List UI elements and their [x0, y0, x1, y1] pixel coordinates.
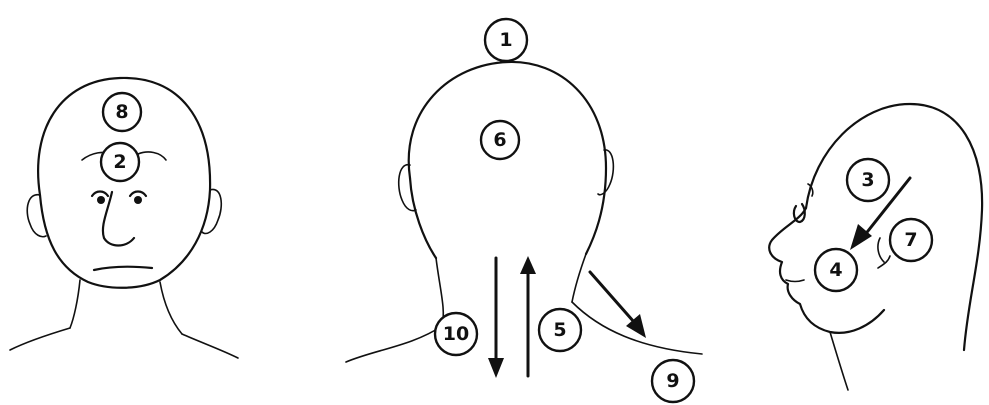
badge-7-label: 7 [904, 229, 917, 251]
front-neck-left [70, 280, 80, 328]
badge-9: 9 [652, 360, 694, 402]
back-arrow-up-head [520, 256, 536, 274]
badge-6-label: 6 [493, 129, 506, 151]
front-right-eye [130, 192, 146, 197]
badge-6: 6 [481, 121, 519, 159]
badge-3: 3 [847, 159, 889, 201]
badge-4: 4 [815, 249, 857, 291]
front-right-eyebrow [138, 152, 166, 160]
badge-10-label: 10 [443, 323, 469, 345]
front-right-pupil [134, 196, 142, 204]
badge-5: 5 [539, 309, 581, 351]
front-neck-right [160, 282, 182, 334]
front-left-pupil [97, 196, 105, 204]
back-arrow-down-head [488, 358, 504, 378]
badge-9-label: 9 [666, 370, 679, 392]
back-neck-left [436, 258, 443, 326]
side-view-figure [769, 104, 982, 390]
badge-1-label: 1 [499, 29, 512, 51]
front-left-eye [92, 192, 108, 197]
badge-1: 1 [485, 19, 527, 61]
back-head-left-side [410, 178, 436, 258]
side-neck-front [830, 332, 848, 390]
badge-2: 2 [101, 143, 139, 181]
badge-7: 7 [890, 219, 932, 261]
front-nose [103, 192, 134, 246]
side-ear-mark [878, 238, 884, 262]
badge-3-label: 3 [861, 169, 874, 191]
back-arrow-diagonal-shaft [590, 272, 634, 322]
badge-5-label: 5 [553, 319, 566, 341]
back-view-figure [346, 62, 702, 378]
badge-10: 10 [435, 313, 477, 355]
front-shoulder-right [182, 334, 238, 358]
side-mouth [786, 280, 804, 282]
back-neck-right [572, 254, 586, 302]
badge-4-label: 4 [829, 259, 842, 281]
front-right-ear [202, 189, 221, 233]
badge-2-label: 2 [113, 151, 126, 173]
front-mouth [94, 267, 152, 270]
badge-8: 8 [103, 93, 141, 131]
back-shoulder-left [346, 326, 442, 362]
front-shoulder-left [10, 328, 70, 350]
badge-8-label: 8 [115, 101, 128, 123]
